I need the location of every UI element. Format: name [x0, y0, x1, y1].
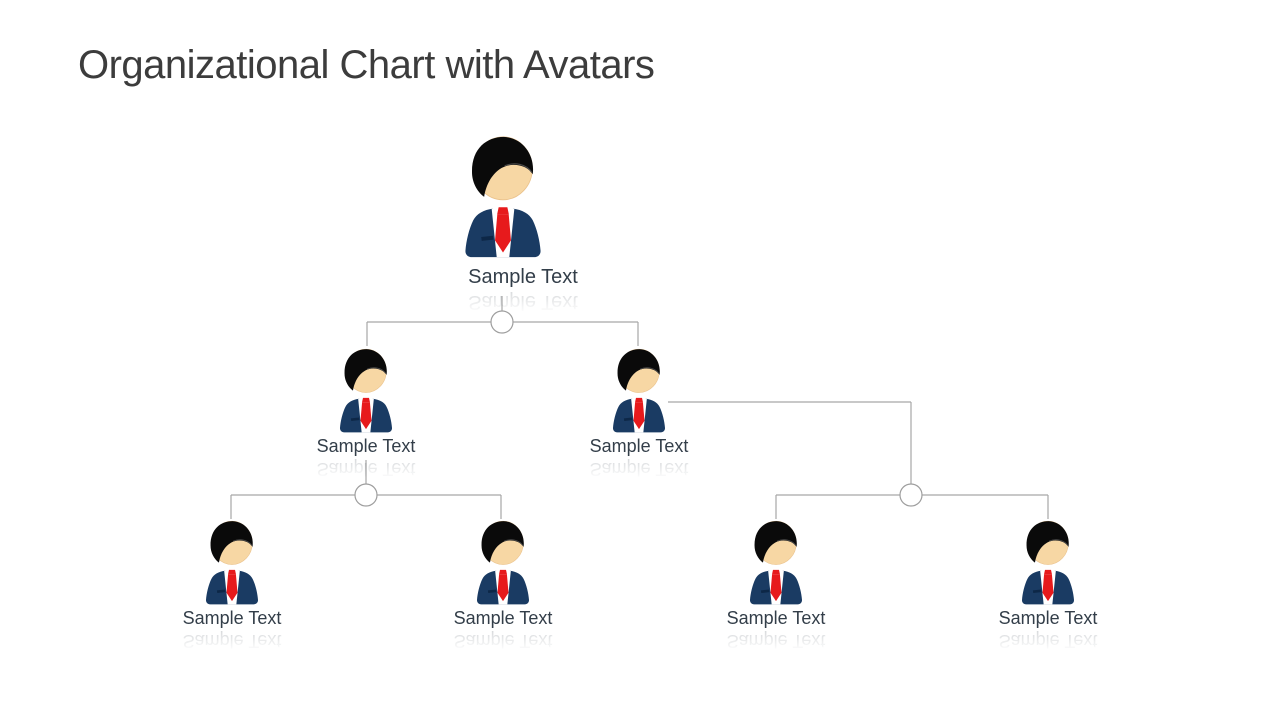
org-node-l3-4: Sample Text — [948, 519, 1148, 629]
org-node-l3-3: Sample Text — [676, 519, 876, 629]
org-node-label: Sample Text — [468, 266, 578, 288]
org-node-label: Sample Text — [589, 436, 689, 456]
org-node-l3-1: Sample Text — [132, 519, 332, 629]
businessman-avatar-icon — [1021, 520, 1075, 605]
junction-circle — [899, 483, 923, 507]
junction-circle — [490, 310, 514, 334]
org-node-label: Sample Text — [182, 608, 282, 628]
junction-circles — [354, 310, 923, 507]
businessman-avatar-icon — [749, 520, 803, 605]
businessman-avatar-icon — [339, 348, 393, 433]
businessman-avatar-icon — [612, 348, 666, 433]
slide-title: Organizational Chart with Avatars — [78, 43, 655, 87]
org-node-label: Sample Text — [316, 436, 416, 456]
org-node-root: Sample Text — [403, 134, 603, 289]
org-node-l3-2: Sample Text — [403, 519, 603, 629]
org-node-l2-right: Sample Text — [539, 347, 739, 457]
junction-circle — [354, 483, 378, 507]
org-node-label: Sample Text — [726, 608, 826, 628]
businessman-avatar-icon — [205, 520, 259, 605]
org-node-label: Sample Text — [453, 608, 553, 628]
org-node-l2-left: Sample Text — [266, 347, 466, 457]
businessman-avatar-icon — [464, 136, 542, 258]
org-node-label: Sample Text — [998, 608, 1098, 628]
businessman-avatar-icon — [476, 520, 530, 605]
